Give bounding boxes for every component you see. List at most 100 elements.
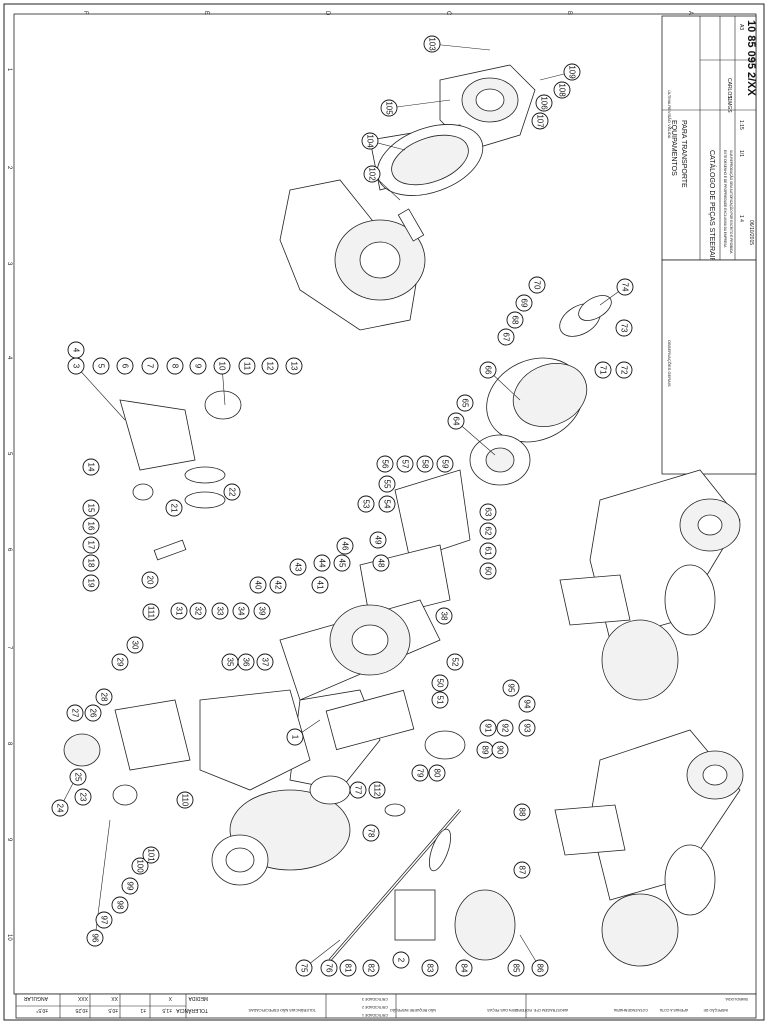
callout-bubble	[361, 132, 379, 150]
callout-72: 72	[615, 361, 633, 379]
callout-number: 18	[87, 559, 96, 568]
date-value: 06/10/2015	[748, 220, 754, 245]
callout-85: 85	[507, 959, 525, 977]
callout-94: 94	[518, 695, 536, 713]
callout-number: 8	[171, 364, 180, 369]
callout-bubble	[311, 576, 329, 594]
callout-number: 51	[436, 696, 445, 705]
callout-74: 74	[616, 278, 634, 296]
callout-number: 96	[91, 934, 100, 943]
legend-crit-1: CRITICIDADE 1	[362, 1013, 388, 1017]
callout-bubble	[428, 764, 446, 782]
callout-bubble	[211, 602, 229, 620]
grid-row-6: 6	[6, 548, 12, 552]
callout-bubble	[295, 959, 313, 977]
callout-number: 67	[502, 333, 511, 342]
callout-number: 50	[436, 679, 445, 688]
callout-number: 92	[501, 724, 510, 733]
callout-bubble	[142, 603, 160, 621]
callout-65: 65	[456, 394, 474, 412]
callout-10: 10	[213, 357, 231, 375]
callout-bubble	[223, 483, 241, 501]
callout-bubble	[51, 799, 69, 817]
legend-sample: AMOSTRAGEM CFE. ROTEIRO	[515, 1008, 568, 1012]
tol-xxx-value: ±0,5	[108, 1007, 118, 1013]
callout-number: 70	[533, 281, 542, 290]
top-hub-assembly	[279, 64, 536, 331]
callout-bubble	[518, 695, 536, 713]
callout-number: 85	[512, 964, 521, 973]
callout-2: 2	[392, 951, 410, 969]
callout-number: 36	[242, 658, 251, 667]
callout-number: 48	[377, 559, 386, 568]
callout-number: 112	[373, 784, 382, 797]
callout-number: 41	[316, 581, 325, 590]
callout-bubble	[256, 653, 274, 671]
grid-col-f: F	[82, 11, 88, 15]
callout-number: 66	[484, 366, 493, 375]
callout-bubble	[189, 602, 207, 620]
callout-bubble	[615, 361, 633, 379]
callout-16: 16	[82, 517, 100, 535]
callout-number: 72	[620, 366, 629, 375]
callout-111: 111	[142, 603, 160, 621]
callout-bubble	[111, 896, 129, 914]
callout-number: 89	[481, 746, 490, 755]
callout-61: 61	[479, 542, 497, 560]
callout-number: 3	[72, 364, 81, 369]
callout-number: 91	[484, 724, 493, 733]
callout-106: 106	[535, 94, 553, 112]
callout-bubble	[423, 35, 441, 53]
callout-bubble	[380, 99, 398, 117]
callout-number: 103	[428, 37, 437, 51]
callout-number: 87	[518, 866, 527, 875]
callout-number: 63	[484, 508, 493, 517]
callout-bubble	[553, 81, 571, 99]
callout-number: 39	[258, 607, 267, 616]
callout-bubble	[213, 357, 231, 375]
callout-bubble	[238, 357, 256, 375]
callout-number: 14	[87, 463, 96, 472]
callout-bubble	[368, 781, 386, 799]
callout-bubble	[333, 554, 351, 572]
callout-91: 91	[479, 719, 497, 737]
callout-bubble	[82, 499, 100, 517]
tol-unspecified: TOLERÂNCIAS NÃO ESPECIFICADAS	[248, 1008, 316, 1013]
callout-bubble	[189, 357, 207, 375]
callout-number: 65	[461, 399, 470, 408]
callout-number: 13	[290, 362, 299, 371]
callout-36: 36	[237, 653, 255, 671]
callout-103: 103	[423, 35, 441, 53]
callout-97: 97	[95, 911, 113, 929]
legend-crit-2: CRITICIDADE 2	[362, 1005, 388, 1009]
callout-bubble	[479, 542, 497, 560]
callout-4: 4	[67, 341, 85, 359]
legend-insp: INSPEÇÃO DE	[703, 1008, 728, 1013]
grid-col-e: E	[203, 11, 209, 15]
callout-number: 74	[621, 283, 630, 292]
tol-header: TOLERÂNCIA	[175, 1007, 208, 1014]
callout-bubble	[411, 764, 429, 782]
callout-bubble	[506, 311, 524, 329]
callout-bubble	[507, 959, 525, 977]
callout-number: 97	[100, 916, 109, 925]
callout-bubble	[362, 824, 380, 842]
callout-35: 35	[221, 653, 239, 671]
callout-number: 45	[338, 559, 347, 568]
callout-bubble	[616, 278, 634, 296]
callout-bubble	[479, 522, 497, 540]
callout-bubble	[95, 911, 113, 929]
callout-number: 2	[397, 958, 406, 963]
callout-57: 57	[396, 455, 414, 473]
callout-number: 111	[147, 606, 156, 619]
callout-bubble	[339, 959, 357, 977]
callout-44: 44	[313, 554, 331, 572]
callout-12: 12	[261, 357, 279, 375]
notes-box	[661, 259, 757, 475]
callout-20: 20	[141, 571, 159, 589]
callout-13: 13	[285, 357, 303, 375]
callout-bubble	[362, 959, 380, 977]
legal-notice-2: SUA REPRODUÇÃO SEM AUTORIZAÇÃO POR ESCRI…	[729, 150, 734, 254]
callout-bubble	[416, 455, 434, 473]
